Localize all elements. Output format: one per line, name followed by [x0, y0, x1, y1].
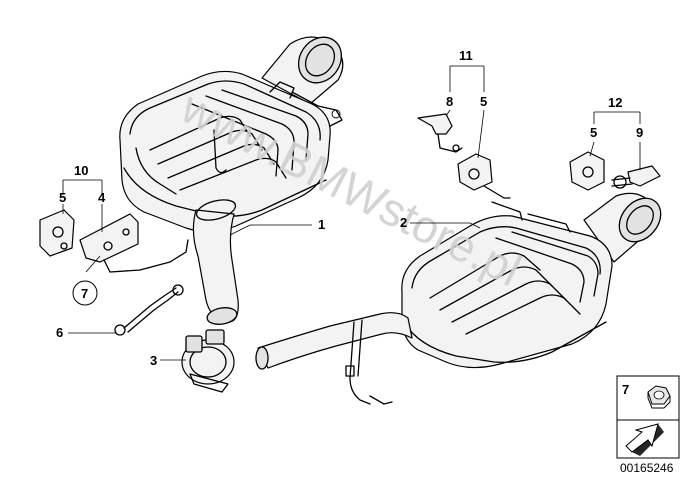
legend-item-number: 7	[622, 382, 629, 397]
callout-7: 7	[81, 286, 88, 301]
callout-5-left: 5	[59, 190, 66, 205]
callout-11: 11	[459, 48, 473, 63]
arrow-icon	[625, 423, 664, 456]
bracket-left	[79, 213, 189, 273]
callout-1: 1	[318, 217, 325, 232]
callout-12: 12	[608, 95, 622, 110]
callout-3: 3	[150, 353, 157, 368]
callout-8: 8	[446, 94, 453, 109]
callout-4: 4	[98, 190, 106, 205]
callout-10: 10	[74, 163, 88, 178]
rubber-mount-5-upper	[457, 153, 511, 199]
bracket-8	[417, 113, 463, 153]
reference-number: 00165246	[620, 461, 674, 475]
rear-silencer-left	[119, 36, 344, 325]
rubber-mount-left	[39, 209, 75, 257]
callout-5-upper: 5	[480, 94, 487, 109]
bracket-9	[611, 165, 661, 189]
leader-lines	[62, 65, 641, 361]
callout-7-circle: 7	[72, 280, 98, 306]
legend-box: 7	[616, 375, 680, 459]
clamp	[181, 329, 235, 393]
ground-strap	[114, 284, 184, 336]
callout-6: 6	[56, 325, 63, 340]
nut-icon	[647, 385, 671, 409]
rear-silencer-right	[255, 192, 662, 405]
callout-2: 2	[400, 215, 407, 230]
callout-9: 9	[636, 125, 643, 140]
rubber-mount-5-right	[569, 151, 605, 191]
callout-5-right: 5	[590, 125, 597, 140]
